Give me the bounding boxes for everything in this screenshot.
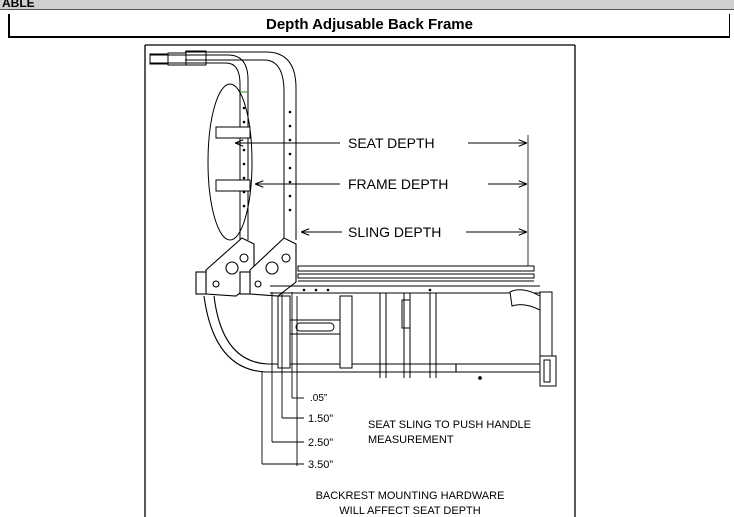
adjustment-holes xyxy=(242,106,292,212)
measurement-label: .05” xyxy=(310,393,327,404)
back-cushion-outline xyxy=(207,83,253,241)
mounting-brackets xyxy=(195,237,297,297)
drawing-frame xyxy=(144,44,576,517)
back-clamps xyxy=(215,126,251,192)
bottom-frame-tube xyxy=(203,295,548,380)
hardware-note-line2: WILL AFFECT SEAT DEPTH xyxy=(339,505,480,517)
front-socket xyxy=(509,289,557,387)
sling-note-line1: SEAT SLING TO PUSH HANDLE xyxy=(368,419,531,431)
seat-rail-holes xyxy=(302,288,432,292)
measurement-label: 1.50” xyxy=(308,413,333,425)
sling-note-line2: MEASUREMENT xyxy=(368,434,454,446)
section-header-text: ABLE xyxy=(2,0,35,10)
seat-depth-label: SEAT DEPTH xyxy=(348,135,435,151)
cross-brace xyxy=(277,295,353,369)
frame-depth-label: FRAME DEPTH xyxy=(348,176,448,192)
push-handle-tubes xyxy=(149,50,297,240)
sling-depth-label: SLING DEPTH xyxy=(348,224,441,240)
measurement-label: 3.50” xyxy=(308,459,333,471)
page-title: Depth Adjusable Back Frame xyxy=(8,14,730,38)
section-header-bar: ABLE xyxy=(0,0,734,10)
dimension-arrows xyxy=(236,135,529,266)
hardware-note-line1: BACKREST MOUNTING HARDWARE xyxy=(316,490,505,502)
measurement-leaders xyxy=(261,292,304,466)
measurement-label: 2.50” xyxy=(308,437,333,449)
